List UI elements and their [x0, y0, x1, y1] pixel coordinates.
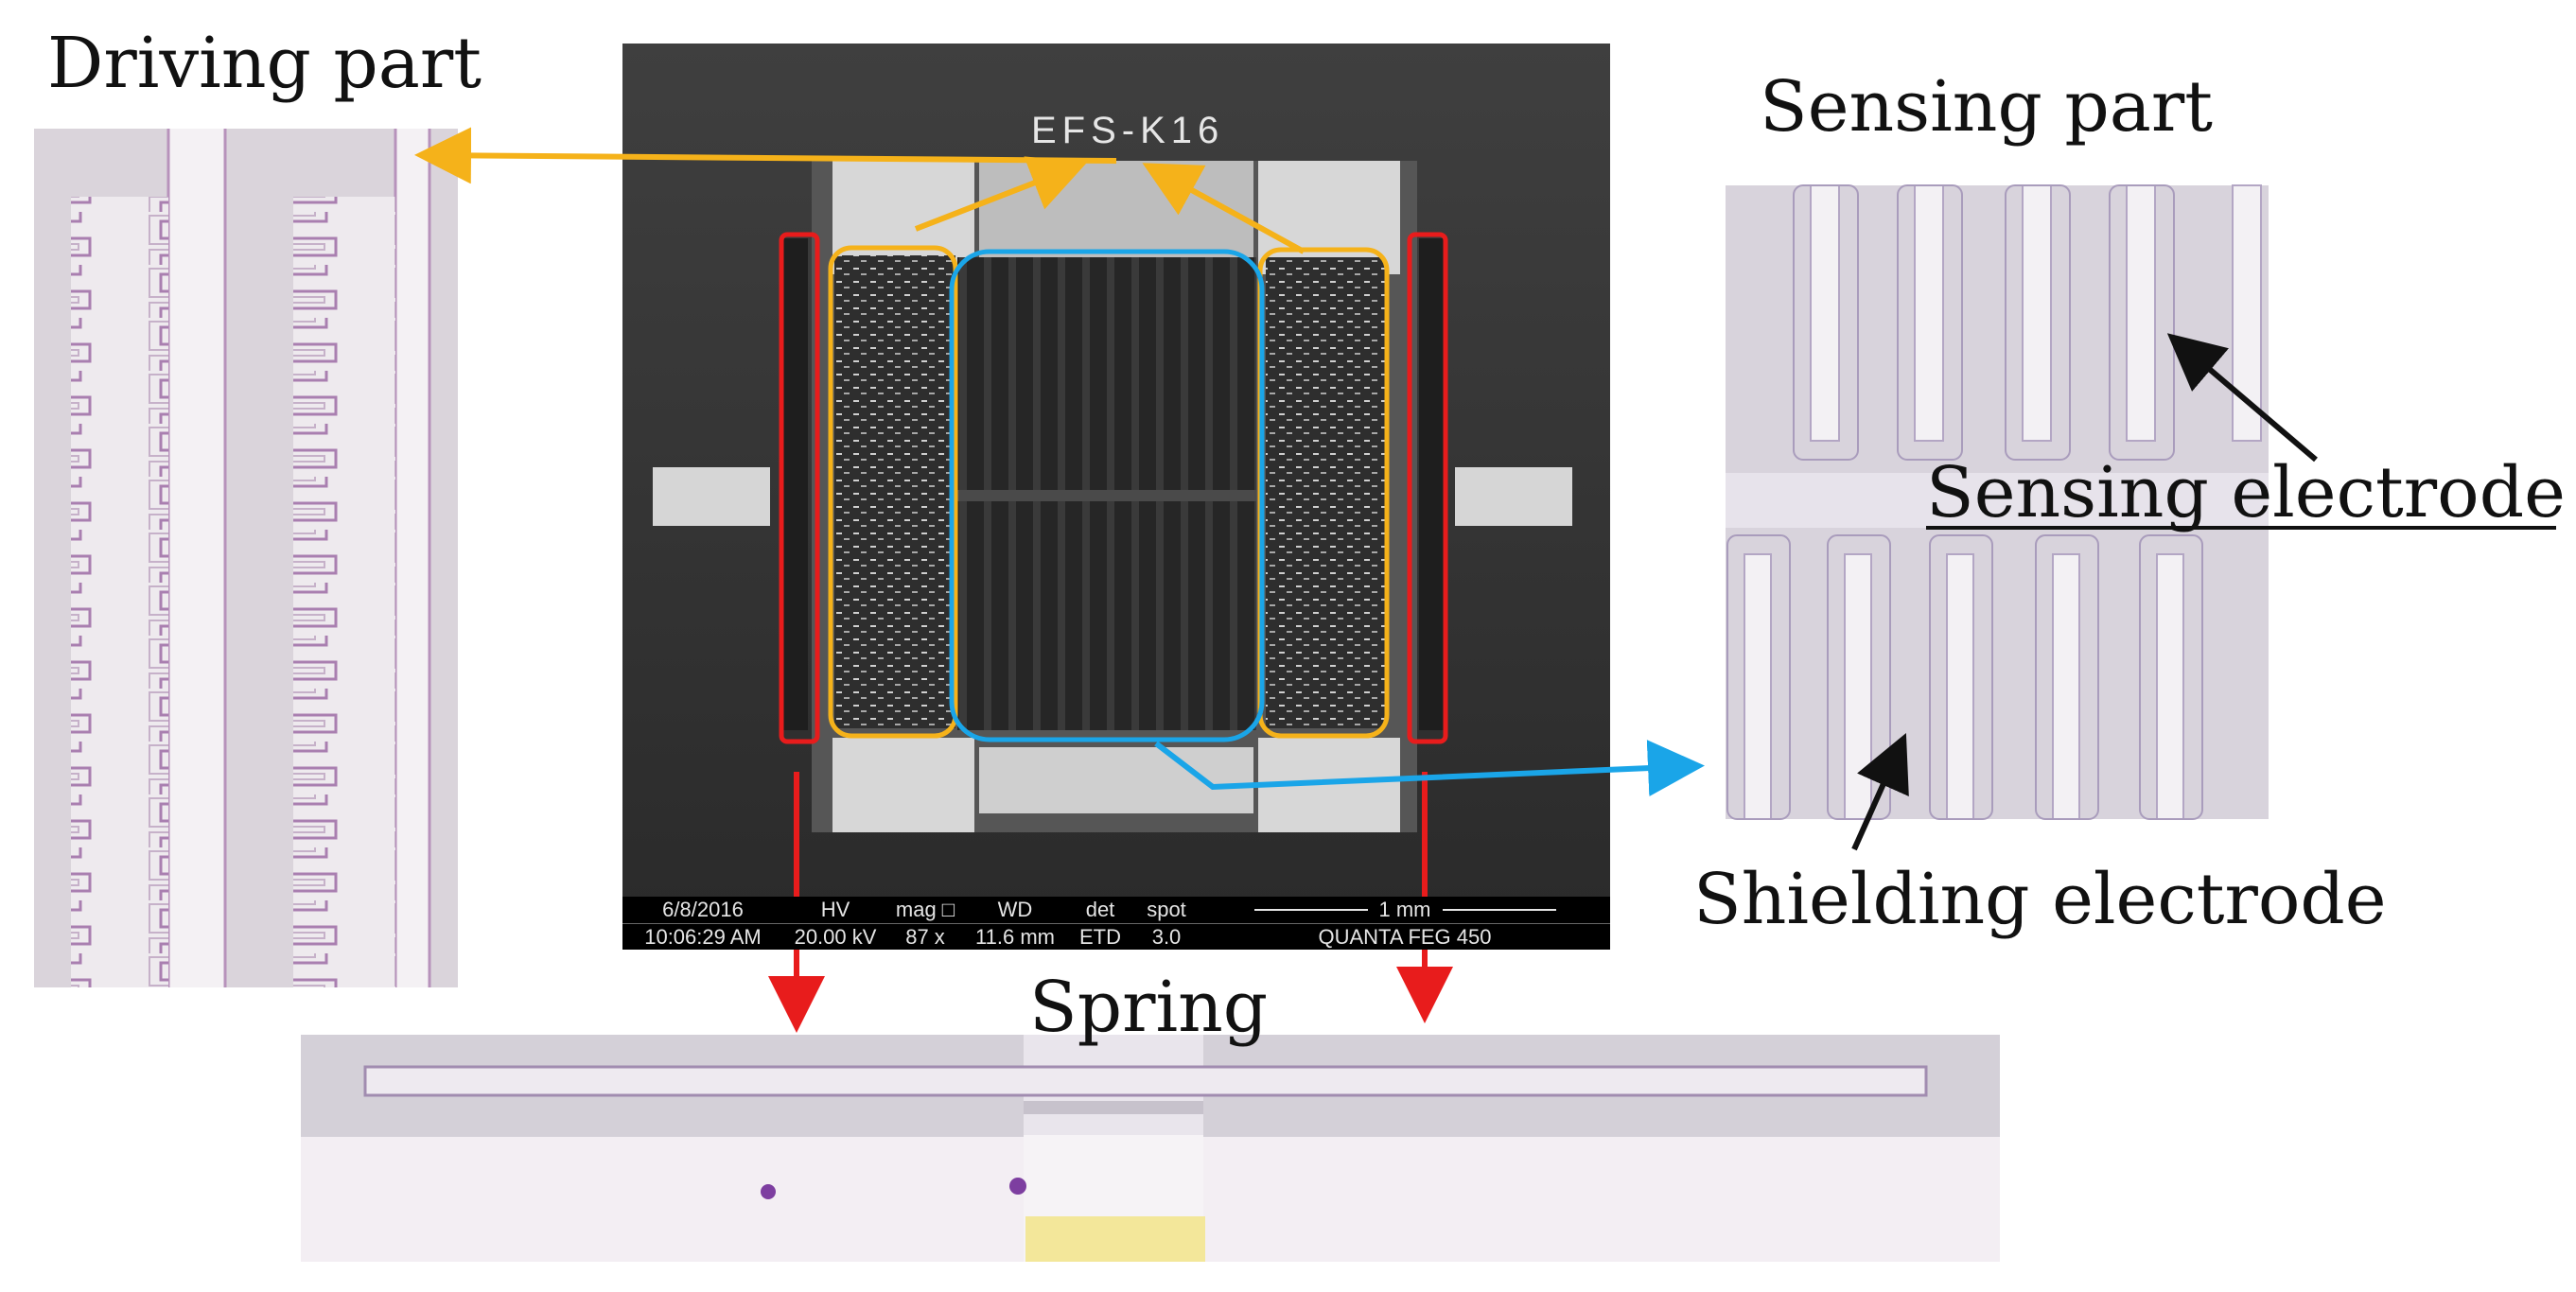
- sem-info-time: 10:06:29 AM: [644, 925, 762, 949]
- chip-label: EFS-K16: [1031, 110, 1225, 151]
- sem-info-hv-value: 20.00 kV: [794, 925, 877, 949]
- sensing-arrow: [1154, 740, 1705, 797]
- sem-scale-bar: 1 mm: [1200, 897, 1610, 923]
- sensing-electrode-label: Sensing electrode: [1926, 452, 2566, 533]
- sensing-part-micrograph: [1726, 184, 2269, 820]
- sem-info-spot-value: 3.0: [1151, 925, 1182, 949]
- sem-info-det-label: det: [1085, 898, 1115, 921]
- scale-line-right: [1442, 909, 1556, 911]
- shielding-electrode-label: Shielding electrode: [1693, 859, 2387, 940]
- sem-info-wd-value: 11.6 mm: [975, 925, 1055, 949]
- spring-micrograph: [301, 1035, 2000, 1262]
- sem-info-bar: 6/8/2016 HV mag □ WD det spot 1 mm 10:06…: [622, 897, 1610, 950]
- sem-micrograph: [622, 44, 1610, 950]
- scale-line-left: [1253, 909, 1368, 911]
- electrode-arrows: [1851, 333, 2318, 851]
- sem-info-mag-value: 87 x: [905, 925, 945, 949]
- sem-info-date: 6/8/2016: [662, 898, 744, 921]
- scale-label: 1 mm: [1378, 898, 1431, 921]
- driving-highlight-left: [828, 245, 958, 739]
- sensing-part-label: Sensing part: [1760, 66, 2213, 148]
- spring-highlight-right: [1407, 232, 1448, 744]
- sem-info-det-value: ETD: [1079, 925, 1121, 949]
- driving-arrows: [414, 127, 1306, 254]
- driving-part-micrograph: [34, 129, 458, 987]
- sem-info-mag-label: mag □: [895, 898, 955, 921]
- sem-info-spot-label: spot: [1147, 898, 1186, 921]
- spring-label: Spring: [1029, 967, 1269, 1048]
- sem-info-hv-label: HV: [820, 898, 850, 921]
- spring-highlight-left: [779, 232, 820, 744]
- driving-part-label: Driving part: [47, 23, 482, 104]
- sem-info-wd-label: WD: [997, 898, 1033, 921]
- sem-instrument: QUANTA FEG 450: [1318, 925, 1492, 949]
- sensing-highlight: [949, 249, 1265, 742]
